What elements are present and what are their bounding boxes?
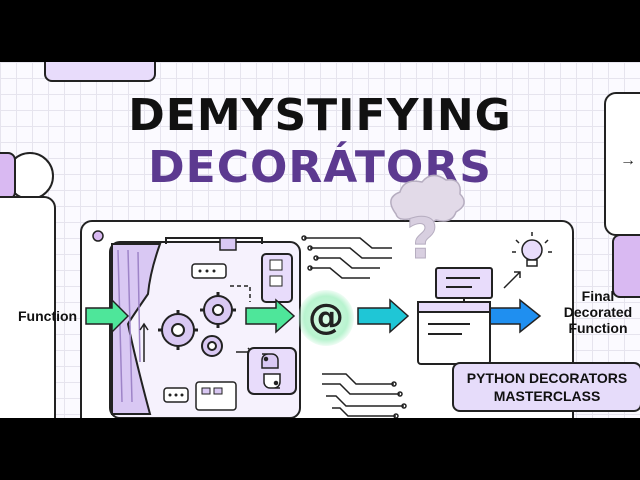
curtain-icon (111, 243, 162, 415)
badge-line-2: MASTERCLASS (493, 388, 601, 404)
question-mark-icon: ? (390, 174, 465, 273)
top-tab-decoration (44, 62, 156, 82)
title-line-1: DEMYSTIFYING (128, 90, 512, 141)
circuit-icon (301, 235, 392, 279)
input-arrow (85, 298, 130, 334)
python-logo-icon (261, 353, 281, 389)
svg-text:?: ? (406, 207, 438, 272)
chip-icon (191, 263, 227, 279)
decorator-arrow (357, 298, 410, 334)
output-function-label: Final Decorated Function (548, 288, 640, 336)
machine-box (109, 237, 301, 418)
output-label-line-1: Final (581, 288, 615, 304)
decorator-diagram: ? (85, 174, 552, 418)
thumbnail-canvas: → DEMYSTIFYING DECORÁTORS (0, 62, 640, 418)
badge-line-1: PYTHON DECORATORS (466, 370, 628, 386)
output-label-line-3: Function (568, 320, 628, 336)
arrow-right-icon: → (620, 152, 636, 169)
left-side-panel (0, 196, 56, 418)
right-side-panel (604, 92, 640, 236)
card-dot (92, 230, 104, 242)
circuit-icon (322, 373, 407, 418)
input-function-label: Function (18, 308, 78, 324)
decorator-at-symbol: @ (298, 290, 354, 346)
output-window (417, 267, 493, 365)
output-arrow (489, 298, 542, 334)
machine-arrow (245, 298, 296, 334)
output-label-line-2: Decorated (563, 304, 633, 320)
lightbulb-icon (503, 232, 552, 289)
right-purple-block (612, 234, 640, 298)
masterclass-badge: PYTHON DECORATORS MASTERCLASS (452, 362, 640, 412)
